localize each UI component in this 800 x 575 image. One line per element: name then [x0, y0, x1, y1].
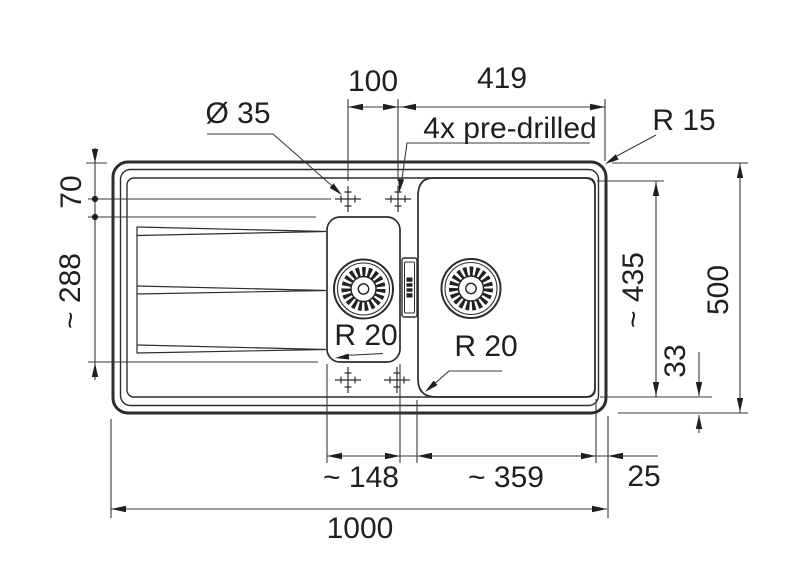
- label-large-basin-radius: R 20: [454, 330, 518, 363]
- hole-marker: [335, 186, 361, 212]
- leader-small-basin-radius: [335, 352, 384, 360]
- hole-marker: [385, 186, 411, 212]
- leader-predrilled: [398, 142, 590, 193]
- hole-marker: [384, 367, 410, 393]
- connector-slot-ribs: [405, 281, 414, 294]
- drainboard-ridges: [136, 226, 327, 354]
- label-large-basin-height: ~ 435: [617, 252, 650, 328]
- drainboard-ridge: [136, 285, 327, 295]
- leader-hole-diameter: [207, 133, 342, 195]
- label-small-basin-width: ~ 148: [323, 461, 399, 494]
- label-predrilled-note: 4x pre-drilled: [423, 112, 597, 145]
- sink-outer-edge: [111, 160, 608, 415]
- leader-outer-radius: [605, 134, 657, 164]
- label-small-basin-radius: R 20: [334, 319, 398, 352]
- label-right-edge-offset: 25: [627, 460, 661, 493]
- small-basin-drain: [333, 258, 394, 320]
- predrilled-holes: [335, 186, 411, 393]
- label-bottom-right-offset: 33: [659, 344, 692, 378]
- label-total-height: 500: [702, 264, 735, 316]
- leader-large-basin-radius: [425, 370, 502, 392]
- label-top-right-span: 419: [476, 62, 528, 95]
- label-large-basin-width: ~ 359: [468, 461, 544, 494]
- drain-crown: [449, 266, 493, 311]
- label-top-hole-spacing: 100: [347, 65, 399, 98]
- connector-outer: [401, 257, 418, 318]
- connector-inner: [404, 261, 415, 314]
- dimension-top: [347, 99, 606, 181]
- dimension-right: [597, 162, 748, 433]
- label-outer-corner-radius: R 15: [652, 104, 716, 137]
- dimension-bottom: [110, 364, 658, 518]
- label-hole-diameter: Ø 35: [205, 97, 271, 130]
- drainboard-ridge: [136, 344, 327, 354]
- label-left-top-offset: 70: [55, 175, 88, 209]
- basin-connector: [401, 257, 418, 318]
- small-basin: [326, 216, 401, 363]
- hole-marker: [335, 367, 361, 393]
- dimension-left: [86, 148, 331, 380]
- large-basin: [417, 177, 596, 398]
- label-small-basin-height: ~ 288: [54, 253, 87, 329]
- sink-rim-line: [119, 168, 600, 407]
- label-total-width: 1000: [326, 512, 394, 545]
- drain-crown: [341, 267, 386, 311]
- drainboard-ridge: [136, 226, 327, 237]
- large-basin-drain: [440, 258, 502, 319]
